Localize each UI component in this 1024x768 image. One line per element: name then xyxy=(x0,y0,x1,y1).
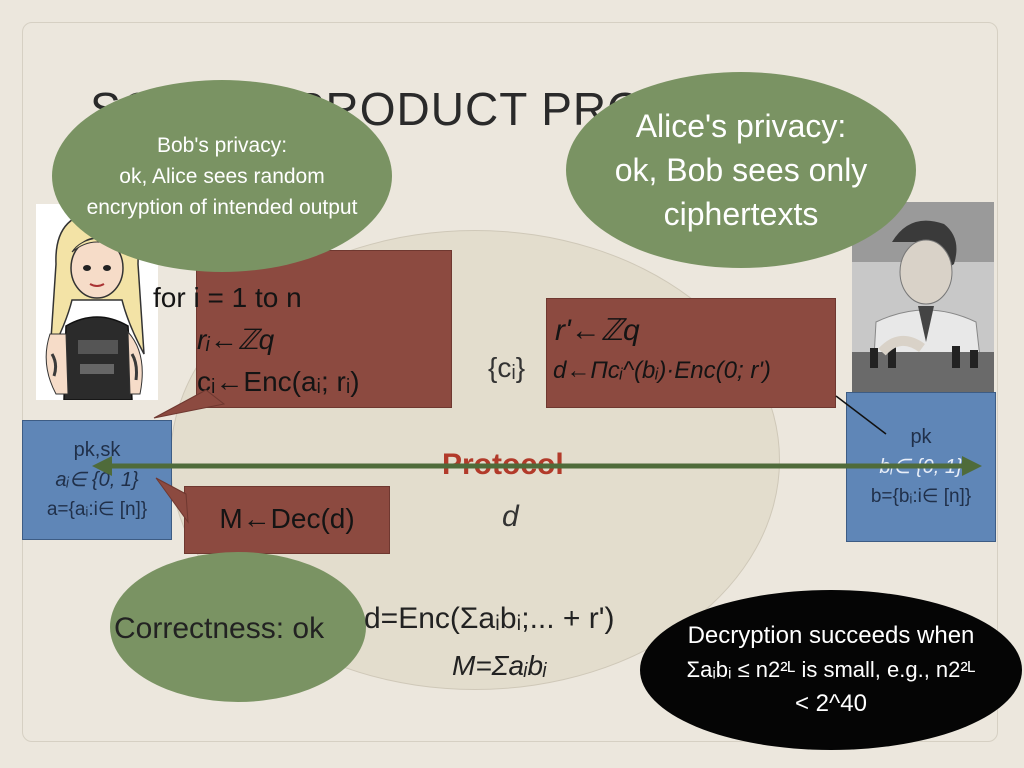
protocol-label: Protocol xyxy=(442,448,564,481)
d-equation: d=Enc(Σaᵢbᵢ;... + r') xyxy=(364,602,615,635)
rprime-assignment: r'←ℤq xyxy=(555,314,640,347)
bob-privacy-bubble: Bob's privacy: ok, Alice sees random enc… xyxy=(52,80,392,272)
alice-privacy-line3: ciphertexts xyxy=(663,196,819,232)
bob-privacy-line3: encryption of intended output xyxy=(86,195,358,219)
loop-text: for i = 1 to n xyxy=(153,282,302,313)
alice-privacy-line2: ok, Bob sees only xyxy=(614,152,868,188)
decrypt-callout: M←Dec(d) xyxy=(184,486,390,554)
bob-privacy-line1: Bob's privacy: xyxy=(156,133,288,157)
ri-assignment: rᵢ←ℤq xyxy=(197,324,275,355)
alice-privacy-line1: Alice's privacy: xyxy=(635,108,847,144)
decryption-note-bubble: Decryption succeeds when Σaᵢbᵢ ≤ n2²ᴸ is… xyxy=(640,590,1022,750)
bob-portrait xyxy=(852,202,994,394)
decryption-note-line2: Σaᵢbᵢ ≤ n2²ᴸ is small, e.g., n2²ᴸ xyxy=(686,657,976,682)
alice-input-box: pk,sk aᵢ∈ {0, 1} a={aᵢ:i∈ [n]} xyxy=(22,420,172,540)
alice-encryption-callout: for i = 1 to n rᵢ←ℤq cᵢ←Enc(aᵢ; rᵢ) xyxy=(153,250,452,408)
slide-frame xyxy=(22,22,998,742)
alice-ai: aᵢ∈ {0, 1} xyxy=(55,469,139,491)
decryption-note-line1: Decryption succeeds when xyxy=(687,622,975,649)
bob-b-set: b={bᵢ:i∈ [n]} xyxy=(870,486,972,507)
ciphertext-set: {cᵢ} xyxy=(488,352,526,383)
ci-assignment: cᵢ←Enc(aᵢ; rᵢ) xyxy=(197,366,360,397)
bob-bi: bᵢ∈ {0, 1} xyxy=(879,456,963,478)
bob-keys: pk xyxy=(910,426,932,448)
protocol-response: d xyxy=(502,500,519,533)
alice-privacy-bubble: Alice's privacy: ok, Bob sees only ciphe… xyxy=(566,72,916,268)
decryption-note-line3: < 2^40 xyxy=(795,690,867,717)
d-assignment: d←Πcᵢ^(bᵢ)·Enc(0; r') xyxy=(553,357,771,384)
bob-compute-callout: r'←ℤq d←Πcᵢ^(bᵢ)·Enc(0; r') xyxy=(546,298,836,408)
bob-photo-illustration xyxy=(852,202,994,394)
bob-privacy-line2: ok, Alice sees random xyxy=(119,164,325,188)
bob-input-box: pk bᵢ∈ {0, 1} b={bᵢ:i∈ [n]} xyxy=(846,392,996,542)
correctness-bubble xyxy=(110,552,366,702)
m-equation: M=Σaᵢbᵢ xyxy=(452,650,547,681)
alice-a-set: a={aᵢ:i∈ [n]} xyxy=(46,499,148,520)
decrypt-text: M←Dec(d) xyxy=(219,503,355,534)
alice-keys: pk,sk xyxy=(73,439,121,461)
correctness-label: Correctness: ok xyxy=(114,612,325,645)
